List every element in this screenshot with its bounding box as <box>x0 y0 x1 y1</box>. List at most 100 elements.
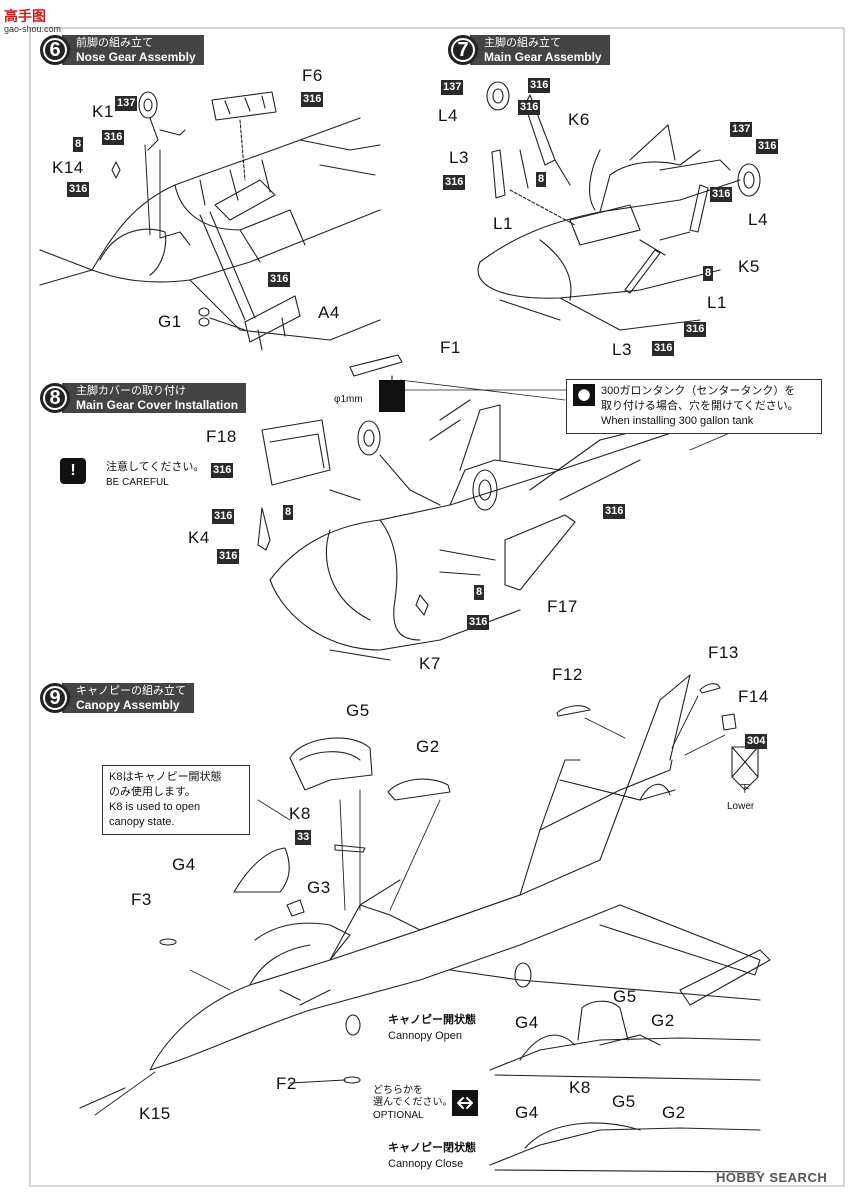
step-title-jp: 主脚の組み立て <box>484 37 561 49</box>
color-code: 316 <box>652 341 675 356</box>
part-label: G4 <box>515 1013 539 1032</box>
a4-door <box>244 295 301 351</box>
color-code: 8 <box>474 585 485 600</box>
f13-part <box>699 683 721 694</box>
careful-note-en: BE CAREFUL <box>106 477 169 488</box>
canopy-close-label-en: Cannopy Close <box>388 1158 464 1170</box>
f12-part <box>556 705 591 717</box>
part-label: L1 <box>707 293 727 312</box>
part-label: K15 <box>139 1104 171 1123</box>
part-label: K14 <box>52 158 84 177</box>
part-label: G4 <box>515 1103 539 1122</box>
color-code: 316 <box>211 463 234 478</box>
part-label: G2 <box>416 737 440 756</box>
tank-note: ⬤ 300ガロンタンク（センタータンク）を 取り付ける場合、穴を開けてください。… <box>566 379 822 434</box>
lower-label-jp: 下 <box>740 784 750 795</box>
g4-canopy <box>233 847 290 893</box>
step-number: 9 <box>40 683 70 713</box>
part-label: G2 <box>662 1103 686 1122</box>
color-code: 316 <box>102 130 125 145</box>
part-label: F1 <box>440 338 461 357</box>
color-code: 316 <box>467 615 490 630</box>
watermark: HOBBY SEARCH <box>716 1170 828 1185</box>
color-code: 316 <box>603 504 626 519</box>
part-label: K8 <box>569 1078 591 1097</box>
part-label: F13 <box>708 643 739 662</box>
color-code: 316 <box>756 139 779 154</box>
part-label: G2 <box>651 1011 675 1030</box>
part-label: F14 <box>738 687 769 706</box>
step-number: 6 <box>40 35 70 65</box>
f14-part <box>721 713 737 731</box>
f18-cover <box>261 419 331 486</box>
canopy-open-view <box>489 1000 761 1081</box>
note-text: canopy state. <box>109 816 175 828</box>
part-label: G5 <box>613 987 637 1006</box>
step7-fuselage <box>477 124 741 331</box>
step-title-en: Main Gear Cover Installation <box>76 398 239 412</box>
color-code: 8 <box>73 137 84 152</box>
color-code: 316 <box>684 322 707 337</box>
canopy-open-label-jp: キャノピー開状態 <box>388 1014 476 1026</box>
part-label: G3 <box>307 878 331 897</box>
part-label: F17 <box>547 597 578 616</box>
color-code: 316 <box>212 509 235 524</box>
f2-part <box>343 1076 361 1084</box>
f3-part <box>159 938 177 946</box>
step8-fuselage <box>269 399 681 661</box>
step-title-en: Main Gear Assembly <box>484 50 602 64</box>
step-title-en: Canopy Assembly <box>76 698 180 712</box>
part-label: K4 <box>188 528 210 547</box>
note-text: 300ガロンタンク（センタータンク）を <box>601 385 796 397</box>
step-title-jp: 主脚カバーの取り付け <box>76 385 186 397</box>
part-label: L3 <box>612 340 632 359</box>
part-label: K8 <box>289 804 311 823</box>
note-text: K8 is used to open <box>109 801 201 813</box>
color-code: 8 <box>283 505 294 520</box>
nose-wheel <box>138 91 158 119</box>
color-code: 33 <box>295 830 312 845</box>
f17-cover <box>504 514 576 591</box>
part-label: G5 <box>346 701 370 720</box>
part-label: K5 <box>738 257 760 276</box>
f6-panel <box>211 91 277 121</box>
part-label: G5 <box>612 1092 636 1111</box>
step-title-jp: 前脚の組み立て <box>76 37 153 49</box>
main-wheel-left <box>486 81 510 111</box>
lower-label-en: Lower <box>727 801 755 812</box>
k15-probe <box>79 1087 126 1109</box>
part-label: F12 <box>552 665 583 684</box>
step-title-jp: キャノピーの組み立て <box>76 685 186 697</box>
color-code: 316 <box>518 100 541 115</box>
k7-part <box>415 594 429 616</box>
step-number: 8 <box>40 383 70 413</box>
part-label: L1 <box>493 214 513 233</box>
color-code: 316 <box>301 92 324 107</box>
part-label: G4 <box>172 855 196 874</box>
site-url: gao-shou.com <box>4 24 62 34</box>
drill-icon: ⬤ <box>573 384 595 406</box>
note-text: 取り付ける場合、穴を開けてください。 <box>601 400 799 412</box>
drill-size: φ1mm <box>334 394 363 405</box>
color-code: 316 <box>268 272 291 287</box>
optional-jp-2: 選んでください。 <box>373 1097 453 1108</box>
color-code: 316 <box>217 549 240 564</box>
step-title-en: Nose Gear Assembly <box>76 50 196 64</box>
step-number: 7 <box>448 35 478 65</box>
color-code: 316 <box>443 175 466 190</box>
color-code: 137 <box>730 122 753 137</box>
part-label: K6 <box>568 110 590 129</box>
g3-part <box>286 899 305 917</box>
part-label: A4 <box>318 303 340 322</box>
site-logo: 高手图 <box>4 8 46 24</box>
part-label: F18 <box>206 427 237 446</box>
note-text: のみ使用します。 <box>109 786 196 798</box>
note-text: K8はキャノピー開状態 <box>109 771 222 783</box>
color-code: 316 <box>528 78 551 93</box>
part-label: F3 <box>131 890 152 909</box>
color-code: 316 <box>67 182 90 197</box>
color-code: 8 <box>703 266 714 281</box>
part-label: L4 <box>748 210 768 229</box>
